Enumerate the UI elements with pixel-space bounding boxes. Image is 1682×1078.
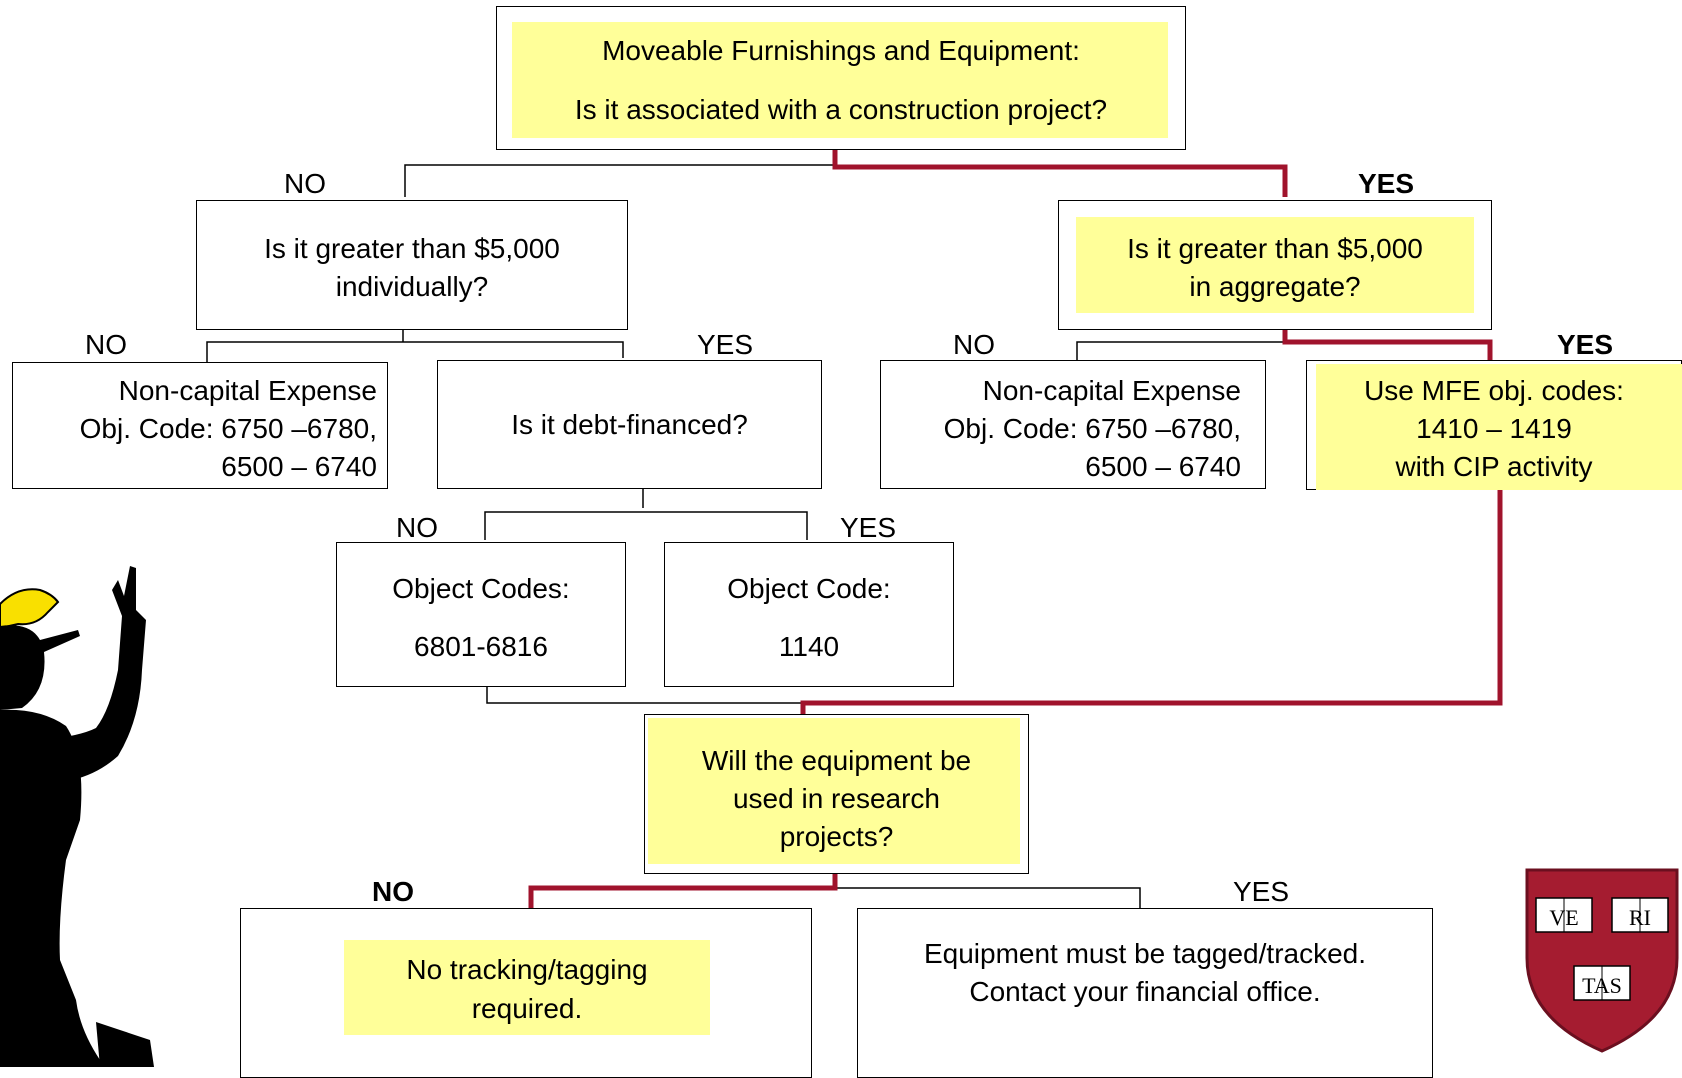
mfe-codes-line1: Use MFE obj. codes:	[1364, 375, 1624, 406]
question-research-line3: projects?	[779, 821, 894, 852]
question-debt-financed-box	[437, 360, 822, 489]
question-aggregate-line1: Is it greater than $5,000	[1127, 233, 1423, 264]
seal-tas: TAS	[1582, 973, 1622, 998]
tagged-tracked-line2: Contact your financial office.	[969, 976, 1321, 1007]
label-research-yes: YES	[1233, 876, 1290, 907]
label-debt-yes: YES	[840, 512, 897, 543]
noncapital-right-line2: Obj. Code: 6750 –6780,	[943, 413, 1241, 444]
label-individually-no: NO	[85, 329, 127, 360]
question-research-line2: used in research	[732, 783, 940, 814]
label-top-yes: YES	[1358, 168, 1415, 199]
object-code-line1: Object Code:	[727, 573, 891, 604]
label-top-no: NO	[284, 168, 326, 199]
top-question-line1: Moveable Furnishings and Equipment:	[602, 35, 1080, 66]
question-research-line1: Will the equipment be	[701, 745, 972, 776]
label-aggregate-no: NO	[953, 329, 995, 360]
mfe-codes-line3: with CIP activity	[1395, 451, 1593, 482]
object-codes-line2: 6801-6816	[414, 631, 548, 662]
label-individually-yes: YES	[697, 329, 754, 360]
question-aggregate-highlight	[1076, 217, 1474, 313]
label-aggregate-yes: YES	[1557, 329, 1614, 360]
noncapital-left-line2: Obj. Code: 6750 –6780,	[79, 413, 377, 444]
no-tracking-line2: required.	[471, 993, 583, 1024]
object-codes-line1: Object Codes:	[392, 573, 570, 604]
question-individually-line1: Is it greater than $5,000	[264, 233, 560, 264]
mfe-codes-line2: 1410 – 1419	[1416, 413, 1572, 444]
noncapital-right-line1: Non-capital Expense	[982, 375, 1241, 406]
tagged-tracked-box	[857, 908, 1433, 1078]
seal-ve: VE	[1549, 905, 1578, 930]
question-aggregate-line2: in aggregate?	[1189, 271, 1361, 302]
object-code-1140-box	[664, 542, 954, 687]
object-codes-box	[336, 542, 626, 687]
seal-ri: RI	[1629, 905, 1651, 930]
noncapital-right-line3: 6500 – 6740	[1085, 451, 1241, 482]
label-debt-no: NO	[396, 512, 438, 543]
top-question-highlight	[512, 22, 1168, 138]
noncapital-left-line3: 6500 – 6740	[221, 451, 377, 482]
object-code-line2: 1140	[778, 631, 840, 662]
label-research-no: NO	[372, 876, 414, 907]
no-tracking-highlight	[344, 940, 710, 1035]
hardhat-worker-figure-icon	[0, 566, 154, 1067]
mfe-codes-highlight	[1316, 364, 1682, 490]
veritas-shield-logo-icon: VE RI TAS	[1525, 868, 1679, 1053]
question-debt-financed-text: Is it debt-financed?	[511, 409, 748, 440]
noncapital-expense-left-box	[12, 362, 388, 489]
noncapital-left-line1: Non-capital Expense	[118, 375, 377, 406]
noncapital-expense-right-box	[880, 360, 1266, 489]
question-research-highlight	[648, 718, 1020, 864]
question-individually-box	[196, 200, 628, 330]
tagged-tracked-line1: Equipment must be tagged/tracked.	[923, 938, 1367, 969]
top-question-line2: Is it associated with a construction pro…	[574, 94, 1108, 125]
no-tracking-line1: No tracking/tagging	[406, 954, 648, 985]
question-individually-line2: individually?	[335, 271, 489, 302]
